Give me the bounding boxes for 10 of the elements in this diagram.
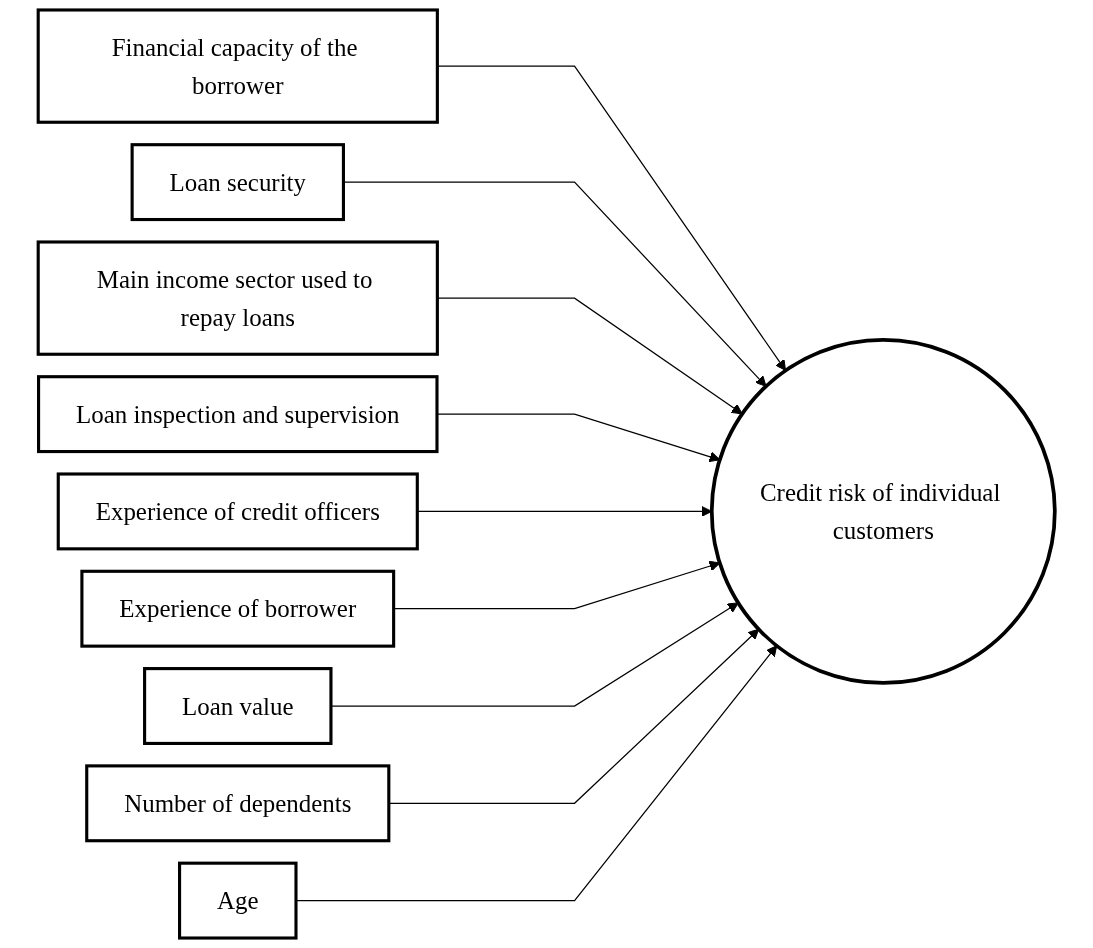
node-box: Age [178, 861, 298, 940]
node-box: Loan value [143, 667, 333, 745]
node-box: Financial capacity of the borrower [36, 8, 439, 124]
node-box: Loan inspection and supervision [37, 375, 439, 454]
node-circle: Credit risk of individual customers [709, 338, 1057, 685]
node-box: Loan security [130, 143, 345, 222]
node-box: Experience of borrower [80, 569, 396, 648]
node-box: Number of dependents [85, 764, 391, 843]
node-box: Main income sector used to repay loans [36, 240, 439, 356]
node-box: Experience of credit officers [56, 472, 419, 551]
